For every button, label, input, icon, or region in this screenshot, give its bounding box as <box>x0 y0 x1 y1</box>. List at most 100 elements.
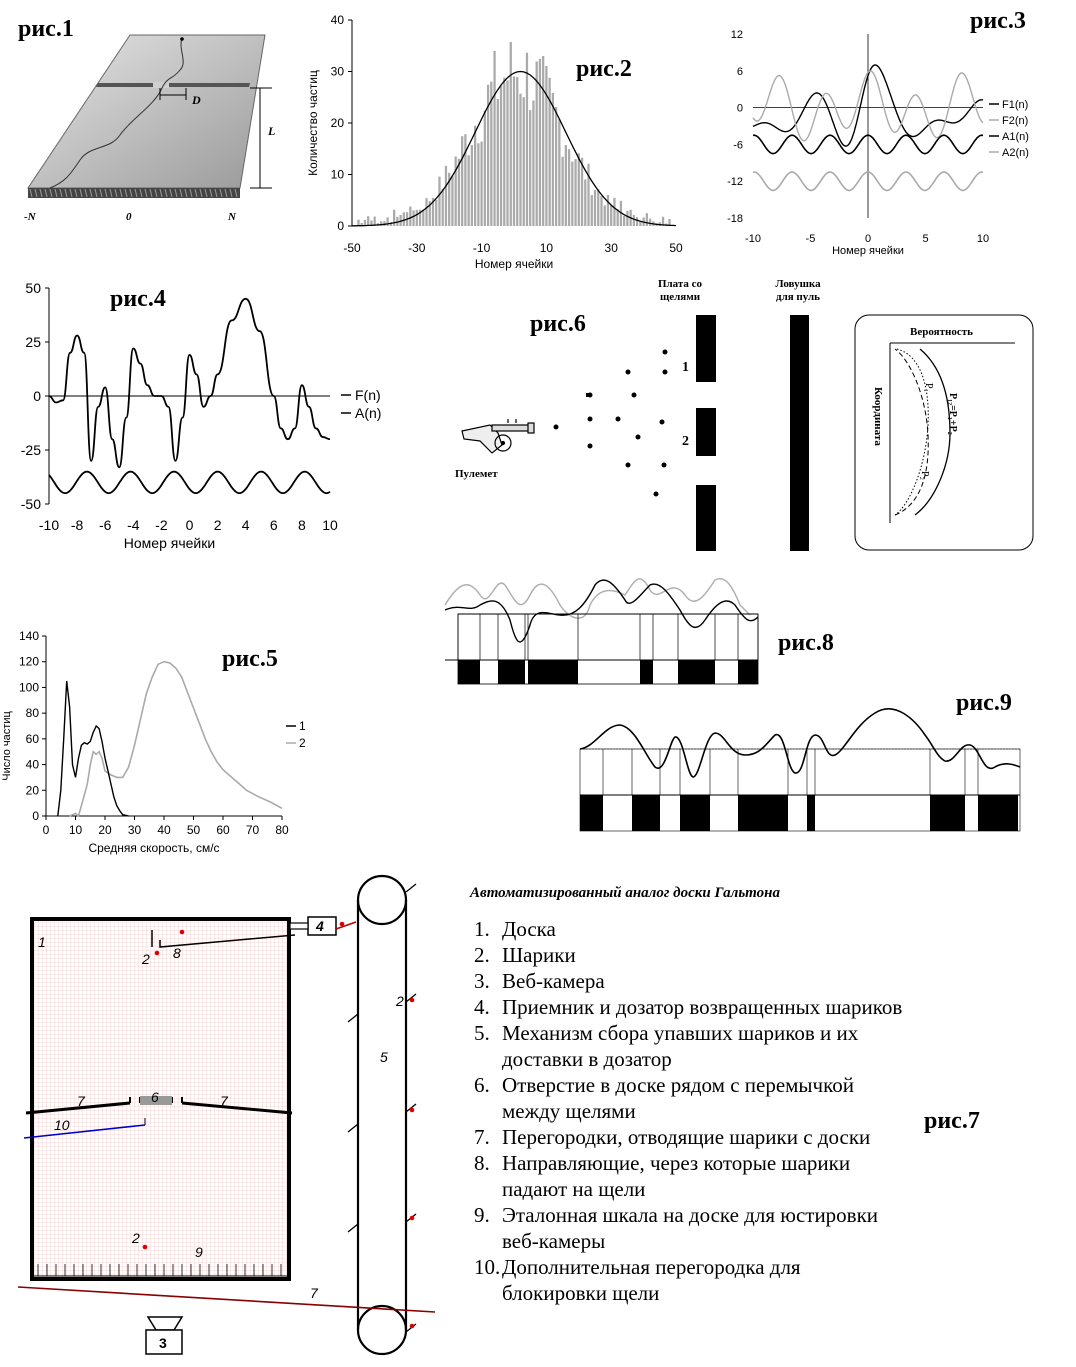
fig2-bar <box>584 179 587 226</box>
fig2-bar <box>418 209 422 226</box>
fig5-series-2 <box>69 660 283 818</box>
fig2-bar <box>444 165 448 226</box>
fig2-bar <box>603 205 606 226</box>
mark-8: 8 <box>173 945 181 961</box>
legend-item-3: 3.Веб-камера <box>470 968 910 994</box>
base-tooth <box>69 188 73 198</box>
fig2-bar <box>613 197 616 226</box>
fig2-bar <box>448 172 451 226</box>
fig6-label: рис.6 <box>530 311 586 337</box>
figure-8-slit-pattern <box>440 565 770 690</box>
fig5-ytick-label: 120 <box>19 655 39 669</box>
fig3-series-A1n <box>752 134 984 155</box>
base-tooth <box>149 188 153 198</box>
fig3-series-F2 <box>752 70 984 142</box>
trap-bar <box>790 315 809 551</box>
base-teeth <box>29 188 238 198</box>
fig4-xtick-label: -2 <box>155 517 168 533</box>
fig3-ytick-label: -12 <box>727 176 743 188</box>
fig2-bar <box>648 218 652 226</box>
trap-label-line2: для пуль <box>776 291 820 303</box>
base-tooth <box>144 188 148 198</box>
legend-item-6: 6.Отверстие в доске рядом с перемычкой м… <box>470 1072 910 1124</box>
machine-gun-icon <box>461 419 535 454</box>
base-tooth <box>184 188 188 198</box>
fig5-xtick-label: 50 <box>187 823 201 837</box>
fig2-bar <box>545 65 548 226</box>
fig2-bar <box>396 216 399 226</box>
legend-item-number: 1. <box>474 917 490 941</box>
mark-7-right: 7 <box>220 1093 229 1109</box>
fig8-black-curve <box>444 579 759 643</box>
figure-1-board: D L -N 0 N <box>10 10 300 240</box>
fig2-bar <box>551 92 555 227</box>
fig9-frame <box>579 748 1021 832</box>
fig3-xtick-label: 0 <box>865 233 871 245</box>
fig2-bar <box>512 76 516 226</box>
fig2-bar <box>402 212 405 226</box>
dispenser-nozzle <box>289 922 309 930</box>
legend-item-text: Веб-камера <box>502 969 605 993</box>
legend-item-text: Эталонная шкала на доске для юстировки в… <box>502 1203 879 1253</box>
fig2-bar <box>610 205 613 226</box>
base-tooth <box>179 188 183 198</box>
base-tooth <box>164 188 168 198</box>
fig5-legend-label: 1 <box>299 719 306 733</box>
hole-6 <box>140 1096 172 1105</box>
particle-dot <box>180 37 184 41</box>
fig9-bar <box>680 795 710 831</box>
plate-segment-middle <box>696 408 716 456</box>
fig5-xtick-label: 30 <box>128 823 142 837</box>
legend-item-8: 8.Направляющие, через которые шарики пад… <box>470 1150 910 1202</box>
fig2-bar <box>457 158 461 226</box>
base-tooth <box>94 188 98 198</box>
base-tooth <box>229 188 233 198</box>
slit-1-label: 1 <box>682 360 689 375</box>
fig2-bar <box>496 99 499 226</box>
fig2-bar <box>461 136 464 226</box>
fig9-bar <box>632 795 660 831</box>
slit-gap <box>153 82 169 88</box>
fig2-bar <box>590 195 593 226</box>
trap-label-line1: Ловушка <box>775 278 821 290</box>
plate-label-line1: Плата со <box>658 278 703 290</box>
fig9-bar <box>930 795 965 831</box>
base-tooth <box>169 188 173 198</box>
fig2-bar <box>668 219 671 226</box>
fig2-bar <box>399 215 402 226</box>
base-tooth <box>29 188 33 198</box>
figure-7-galton-apparatus: 1 2 8 4 2 5 6 7 7 10 2 9 7 3 <box>10 862 450 1362</box>
base-tooth <box>79 188 83 198</box>
fig4-series-F <box>48 297 331 469</box>
fig2-ytick-label: 10 <box>331 168 345 182</box>
partition-10 <box>23 1124 146 1139</box>
legend-item-number: 4. <box>474 995 490 1019</box>
fig2-bar <box>587 163 590 226</box>
board-plane <box>27 34 266 189</box>
fig8-gray-curve <box>444 578 751 619</box>
fig2-bar <box>567 149 571 226</box>
fig5-ytick-label: 40 <box>26 758 40 772</box>
base-tooth <box>214 188 218 198</box>
base-tooth <box>49 188 53 198</box>
legend-item-number: 9. <box>474 1203 490 1227</box>
fig3-ytick-label: 6 <box>737 66 743 78</box>
reference-scale-9 <box>34 1264 287 1277</box>
base-tooth <box>59 188 63 198</box>
plate-label-line2: щелями <box>660 291 701 303</box>
fig8-bar <box>640 660 653 684</box>
fig2-bar <box>535 61 538 226</box>
legend-item-number: 10. <box>474 1255 501 1279</box>
p1-label: P₁ <box>923 383 934 392</box>
legend-item-text: Доска <box>502 917 556 941</box>
fig2-bar <box>522 97 525 227</box>
legend-item-number: 7. <box>474 1125 490 1149</box>
collector-7-bottom <box>17 1286 436 1313</box>
legend-item-text: Шарики <box>502 943 576 967</box>
base-tooth <box>204 188 208 198</box>
fig7-label: рис.7 <box>924 1108 980 1134</box>
bullets <box>553 349 668 497</box>
fig2-bar <box>441 188 444 226</box>
